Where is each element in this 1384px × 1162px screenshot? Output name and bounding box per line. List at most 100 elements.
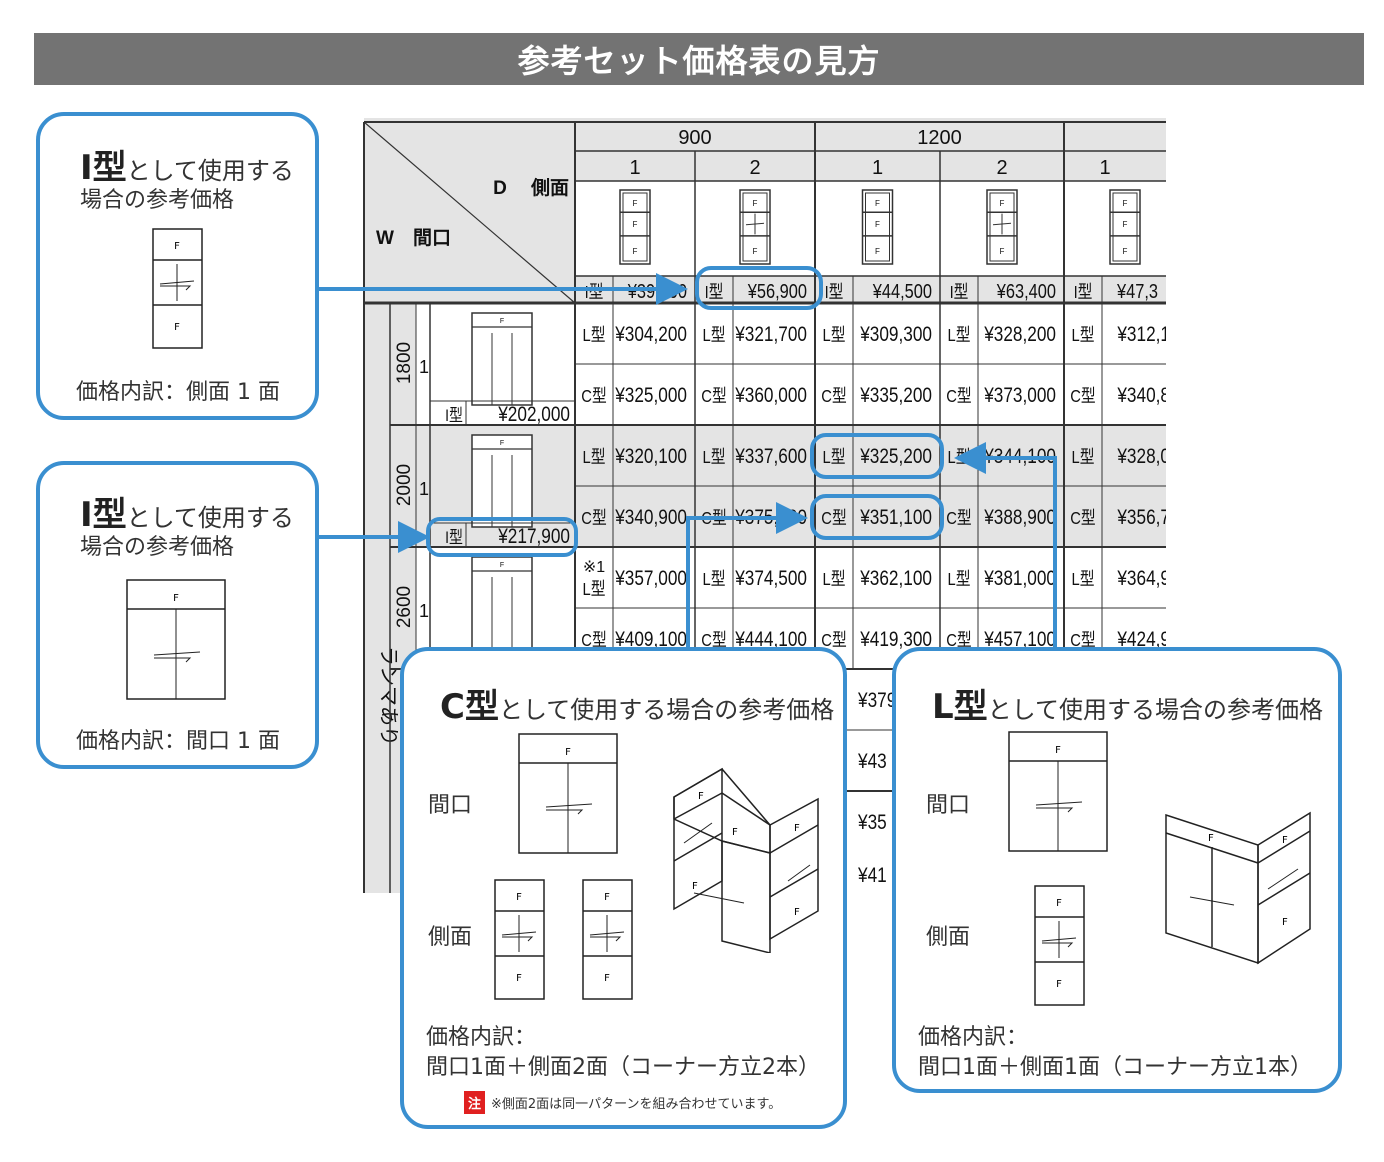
callout-i-front: I型として使用する 場合の参考価格 F 価格内訳：間口 1 面 — [36, 461, 319, 769]
side-panel-icon-1-f1: F — [753, 199, 758, 208]
svg-text:F: F — [173, 593, 179, 604]
front-panel-icon: F — [126, 579, 226, 700]
i-price-type: I型 — [445, 406, 463, 426]
note-text: ※側面2面は同一パターンを組み合わせています。 — [491, 1097, 782, 1112]
price-type: L型 — [823, 570, 846, 590]
callout-i-side-title: I型 — [80, 148, 127, 188]
price-type: C型 — [701, 387, 726, 407]
price-type: C型 — [821, 387, 846, 407]
i-price-value: ¥217,900 — [497, 526, 570, 549]
front-panel-icon — [471, 556, 533, 650]
side-panel-icon-2 — [861, 189, 894, 265]
price-type: C型 — [946, 631, 971, 651]
price-value: ¥321,700 — [734, 324, 807, 347]
callout-c-breakdown: 間口1面＋側面2面（コーナー方立2本） — [426, 1055, 820, 1080]
price-value: ¥325,000 — [614, 385, 687, 408]
ranma-label: ランマあり — [377, 646, 399, 746]
highlight-i-side — [695, 266, 823, 310]
partial-price: ¥43 — [857, 751, 887, 774]
i-row-price: ¥44,500 — [872, 279, 932, 302]
i-price-type: I型 — [445, 528, 463, 548]
price-value: ¥356,7 — [1116, 507, 1166, 530]
price-value: ¥309,300 — [859, 324, 932, 347]
price-type: L型 — [703, 448, 726, 468]
side-panel-icon-4-f1: F — [1123, 199, 1128, 208]
n-label: 1 — [419, 357, 429, 377]
d-col-label: 1 — [872, 157, 883, 179]
price-type: L型 — [1072, 326, 1095, 346]
side-panel-icon-3-inner — [989, 192, 1015, 262]
i-row-type: I型 — [825, 283, 844, 303]
side-panel-icon-3-arrow — [992, 222, 1012, 226]
svg-text:F: F — [174, 322, 180, 333]
arrow-l-type — [954, 442, 1057, 650]
w-label: 2000 — [394, 464, 415, 506]
front-panel-icon — [471, 434, 533, 528]
side-panel-icon-3-f3: F — [1000, 247, 1005, 256]
price-type: C型 — [821, 631, 846, 651]
price-value: ¥360,000 — [734, 385, 807, 408]
price-type: C型 — [1070, 631, 1095, 651]
note-badge: 注 — [464, 1091, 486, 1114]
price-type: L型 — [703, 326, 726, 346]
svg-text:F: F — [565, 747, 571, 758]
side-panel-icon-3-f1: F — [1000, 199, 1005, 208]
svg-text:F: F — [604, 973, 610, 984]
price-value: ¥388,900 — [983, 507, 1056, 530]
partial-price: ¥35 — [857, 812, 887, 835]
price-value: ¥419,300 — [859, 629, 932, 652]
w-label: 1800 — [394, 342, 415, 384]
highlight-i-front — [426, 517, 578, 557]
callout-c-note: 注 ※側面2面は同一パターンを組み合わせています。 — [464, 1091, 781, 1114]
price-value: ¥328,200 — [983, 324, 1056, 347]
w-label: 2600 — [394, 586, 415, 628]
price-type: C型 — [581, 509, 606, 529]
price-type: L型 — [583, 326, 606, 346]
partial-price: ¥41 — [857, 865, 887, 888]
callout-c-breakdown-label: 価格内訳： — [426, 1025, 537, 1050]
front-panel-f: F — [500, 318, 504, 325]
price-value: ¥409,100 — [614, 629, 687, 652]
svg-text:F: F — [794, 907, 800, 918]
callout-l-title: L型 — [932, 687, 988, 727]
price-type: L型 — [1072, 448, 1095, 468]
d-group-label: 900 — [678, 127, 711, 149]
i-row-type: I型 — [705, 283, 724, 303]
price-value: ¥304,200 — [614, 324, 687, 347]
svg-text:F: F — [794, 823, 800, 834]
header-w: W — [376, 228, 394, 249]
price-value: ¥351,100 — [859, 507, 932, 530]
price-type: C型 — [821, 509, 846, 529]
callout-i-front-title: I型 — [80, 495, 127, 535]
callout-i-side-line2: 場合の参考価格 — [80, 188, 235, 213]
svg-text:F: F — [1282, 835, 1288, 846]
price-value: ¥457,100 — [983, 629, 1056, 652]
d-col-label: 1 — [1099, 157, 1110, 179]
svg-text:F: F — [1056, 979, 1062, 990]
callout-l-type: L型として使用する場合の参考価格 間口 側面 F F F F F F 価格内訳：… — [892, 647, 1342, 1093]
side-panel-icon-1-f3: F — [753, 247, 758, 256]
i-row-price: ¥56,900 — [747, 279, 807, 302]
price-type: C型 — [581, 631, 606, 651]
price-value: ¥335,200 — [859, 385, 932, 408]
callout-c-title: C型 — [440, 687, 499, 727]
price-value: ¥381,000 — [983, 568, 1056, 591]
price-type: C型 — [946, 387, 971, 407]
page-title: 参考セット価格表の見方 — [34, 33, 1364, 85]
callout-i-side-rest: として使用する — [126, 157, 294, 185]
svg-text:F: F — [604, 892, 610, 903]
side-panel-icon-1 — [739, 189, 771, 265]
front-panel-icon — [471, 312, 533, 406]
price-type: L型 — [948, 326, 971, 346]
side-panel-icon-0 — [619, 189, 651, 265]
price-value: ¥444,100 — [734, 629, 807, 652]
price-type: L型 — [583, 580, 606, 600]
side-panel-icon-1-inner — [742, 192, 768, 262]
header-front: 間口 — [413, 227, 451, 249]
price-value: ¥362,100 — [859, 568, 932, 591]
side-panel-icon-4 — [1109, 189, 1141, 265]
callout-l-breakdown: 間口1面＋側面1面（コーナー方立1本） — [918, 1055, 1312, 1080]
i-row-price: ¥47,3 — [1116, 279, 1158, 302]
price-type: L型 — [703, 570, 726, 590]
l-type-3d-icon: F F F — [1165, 811, 1311, 965]
